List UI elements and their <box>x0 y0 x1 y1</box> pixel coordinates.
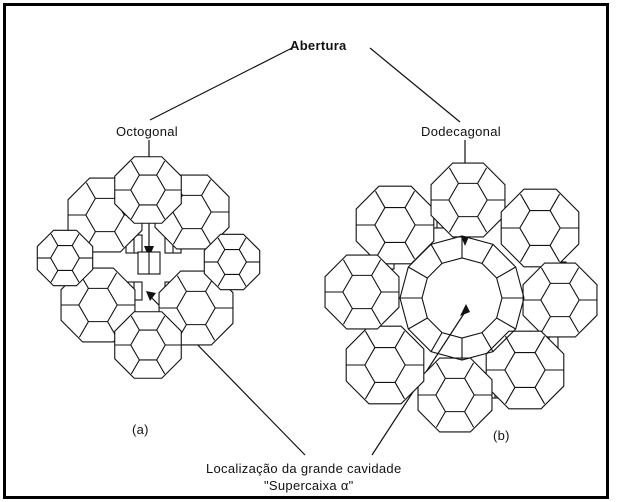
label-abertura: Abertura <box>290 38 347 53</box>
cage-a-2 <box>114 156 182 224</box>
cage-b-0 <box>355 185 435 265</box>
cage-b-7 <box>324 254 400 330</box>
cage-b-3 <box>522 262 598 338</box>
cage-a-7 <box>203 233 261 291</box>
label-structure-a: (a) <box>132 422 149 437</box>
cage-b-2 <box>500 188 580 268</box>
label-dodecagonal: Dodecagonal <box>421 124 501 139</box>
figure-border <box>3 3 609 499</box>
cavity-arrowhead-left <box>146 291 156 301</box>
cage-b-1 <box>430 162 506 238</box>
label-structure-b: (b) <box>493 428 510 443</box>
leader-line-abertura-left <box>149 47 293 121</box>
cavity-arrowhead-right <box>460 304 470 316</box>
cage-a-3 <box>60 267 136 343</box>
cage-a-4 <box>158 270 234 346</box>
structure-b-network <box>324 162 598 433</box>
label-supercaixa: "Supercaixa α" <box>264 478 354 493</box>
cage-b-4 <box>485 330 565 410</box>
cage-b-5 <box>417 357 493 433</box>
cage-a-5 <box>114 311 182 379</box>
cage-b-6 <box>345 325 425 405</box>
label-octogonal: Octogonal <box>116 124 178 139</box>
cage-a-prism-4 <box>137 251 161 275</box>
cage-a-6 <box>36 229 94 287</box>
label-cavity-location: Localização da grande cavidade <box>206 461 402 476</box>
dodecagonal-window <box>399 235 525 361</box>
leader-line-abertura-right <box>369 47 461 123</box>
structure-a-network <box>36 156 261 379</box>
